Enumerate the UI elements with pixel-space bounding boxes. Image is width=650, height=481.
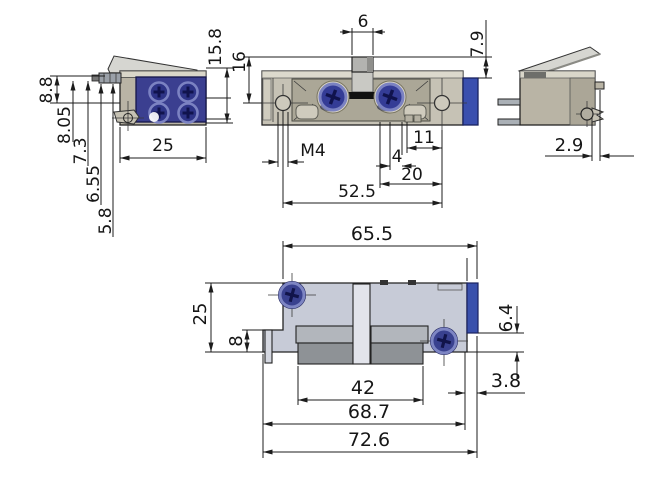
front-view bbox=[258, 56, 479, 130]
right-side-view bbox=[497, 46, 605, 127]
terminal-screw-icon bbox=[148, 81, 170, 103]
dim-7-9: 7.9 bbox=[373, 20, 492, 79]
edge-tick bbox=[408, 280, 416, 285]
dim-left-width: 25 bbox=[119, 127, 207, 163]
dim-16: 16 bbox=[230, 51, 352, 104]
dim-42: 42 bbox=[297, 366, 424, 405]
dim-8: 8 bbox=[226, 329, 265, 352]
hinge-inset bbox=[524, 72, 546, 78]
dim-label-m4: M4 bbox=[300, 141, 325, 161]
dim-label-7-9: 7.9 bbox=[468, 30, 488, 57]
dim-label-8: 8 bbox=[226, 335, 247, 346]
dim-label-15-8: 15.8 bbox=[206, 28, 226, 66]
dim-tab-width: 6 bbox=[340, 12, 385, 55]
front-left-cap bbox=[262, 78, 272, 121]
mounting-hole bbox=[274, 94, 292, 112]
latch-hook bbox=[113, 109, 140, 125]
dim-label-11: 11 bbox=[413, 128, 435, 148]
dim-label-25-top: 25 bbox=[152, 136, 174, 156]
dim-label-6-4: 6.4 bbox=[496, 304, 517, 333]
terminal-screw-icon bbox=[177, 81, 199, 103]
dim-2-9: 2.9 bbox=[545, 90, 634, 161]
front-screw-icon bbox=[372, 79, 408, 115]
slot-black bbox=[347, 92, 377, 99]
dim-label-3-8: 3.8 bbox=[491, 370, 521, 392]
strike-tongue bbox=[351, 71, 374, 93]
dim-label-52-5: 52.5 bbox=[338, 182, 376, 202]
bottom-screw-icon bbox=[428, 325, 460, 357]
dim-3-8: 3.8 bbox=[448, 336, 525, 458]
connector-pin bbox=[497, 98, 521, 106]
pin-tip bbox=[91, 74, 100, 82]
dim-25-bottom: 25 bbox=[190, 282, 283, 353]
side-screw-hole bbox=[580, 107, 594, 121]
block-lower-left bbox=[297, 342, 354, 365]
blue-strip bbox=[466, 282, 479, 334]
pivot-hole bbox=[123, 113, 133, 123]
dim-68-7: 68.7 bbox=[262, 354, 465, 458]
screw-highlight bbox=[149, 112, 159, 122]
dim-label-68-7: 68.7 bbox=[348, 401, 390, 423]
dim-label-6-55: 6.55 bbox=[84, 165, 104, 203]
dim-label-8-8: 8.8 bbox=[37, 76, 57, 103]
dim-pin-stack: 8.8 8.05 7.3 6.55 5.8 bbox=[37, 75, 120, 237]
dim-m4: M4 bbox=[262, 112, 326, 167]
top-tab-shadow bbox=[367, 57, 373, 72]
right-body-top-strip bbox=[519, 70, 596, 79]
dim-label-20: 20 bbox=[401, 165, 423, 185]
block-upper-right bbox=[370, 325, 429, 344]
center-bar bbox=[352, 283, 371, 365]
left-side-view bbox=[91, 55, 207, 131]
side-tab bbox=[594, 81, 605, 90]
terminal-screw-icon bbox=[177, 102, 199, 124]
dim-label-7-3: 7.3 bbox=[71, 137, 91, 164]
foot-strip bbox=[264, 329, 273, 364]
dim-label-2-9: 2.9 bbox=[555, 135, 584, 156]
bottom-screw-icon bbox=[276, 279, 308, 311]
dim-20: 20 bbox=[379, 122, 442, 188]
recess-lug bbox=[295, 104, 319, 120]
block-upper-left bbox=[295, 325, 354, 344]
front-screw-icon bbox=[315, 79, 351, 115]
dim-label-42: 42 bbox=[351, 377, 375, 399]
dim-label-16: 16 bbox=[230, 51, 250, 73]
dim-block-height: 15.8 bbox=[206, 28, 233, 124]
bottom-tab-detail bbox=[413, 114, 422, 123]
bottom-tab-detail bbox=[404, 114, 414, 123]
edge-detail bbox=[437, 283, 463, 291]
dim-label-72-6: 72.6 bbox=[348, 429, 390, 451]
dim-label-5-8: 5.8 bbox=[96, 207, 116, 234]
dim-6-4: 6.4 bbox=[467, 304, 524, 379]
connector-pin bbox=[497, 118, 521, 126]
block-lower-right bbox=[370, 342, 424, 365]
clip-hook bbox=[591, 107, 605, 123]
dim-52-5: 52.5 bbox=[282, 110, 442, 208]
edge-tick bbox=[380, 280, 388, 285]
dim-4: 4 bbox=[376, 122, 416, 170]
dim-72-6: 72.6 bbox=[263, 429, 477, 455]
dim-label-8-05: 8.05 bbox=[55, 106, 75, 144]
bottom-view bbox=[262, 273, 479, 366]
dim-65-5: 65.5 bbox=[282, 223, 478, 281]
dim-label-65-5: 65.5 bbox=[351, 223, 393, 245]
mounting-hole bbox=[433, 94, 451, 112]
dim-label-4: 4 bbox=[392, 147, 403, 167]
blue-end-block bbox=[462, 77, 479, 126]
dim-11: 11 bbox=[406, 122, 443, 208]
dim-label-25-bottom: 25 bbox=[190, 303, 211, 326]
dim-label-6: 6 bbox=[358, 12, 369, 32]
